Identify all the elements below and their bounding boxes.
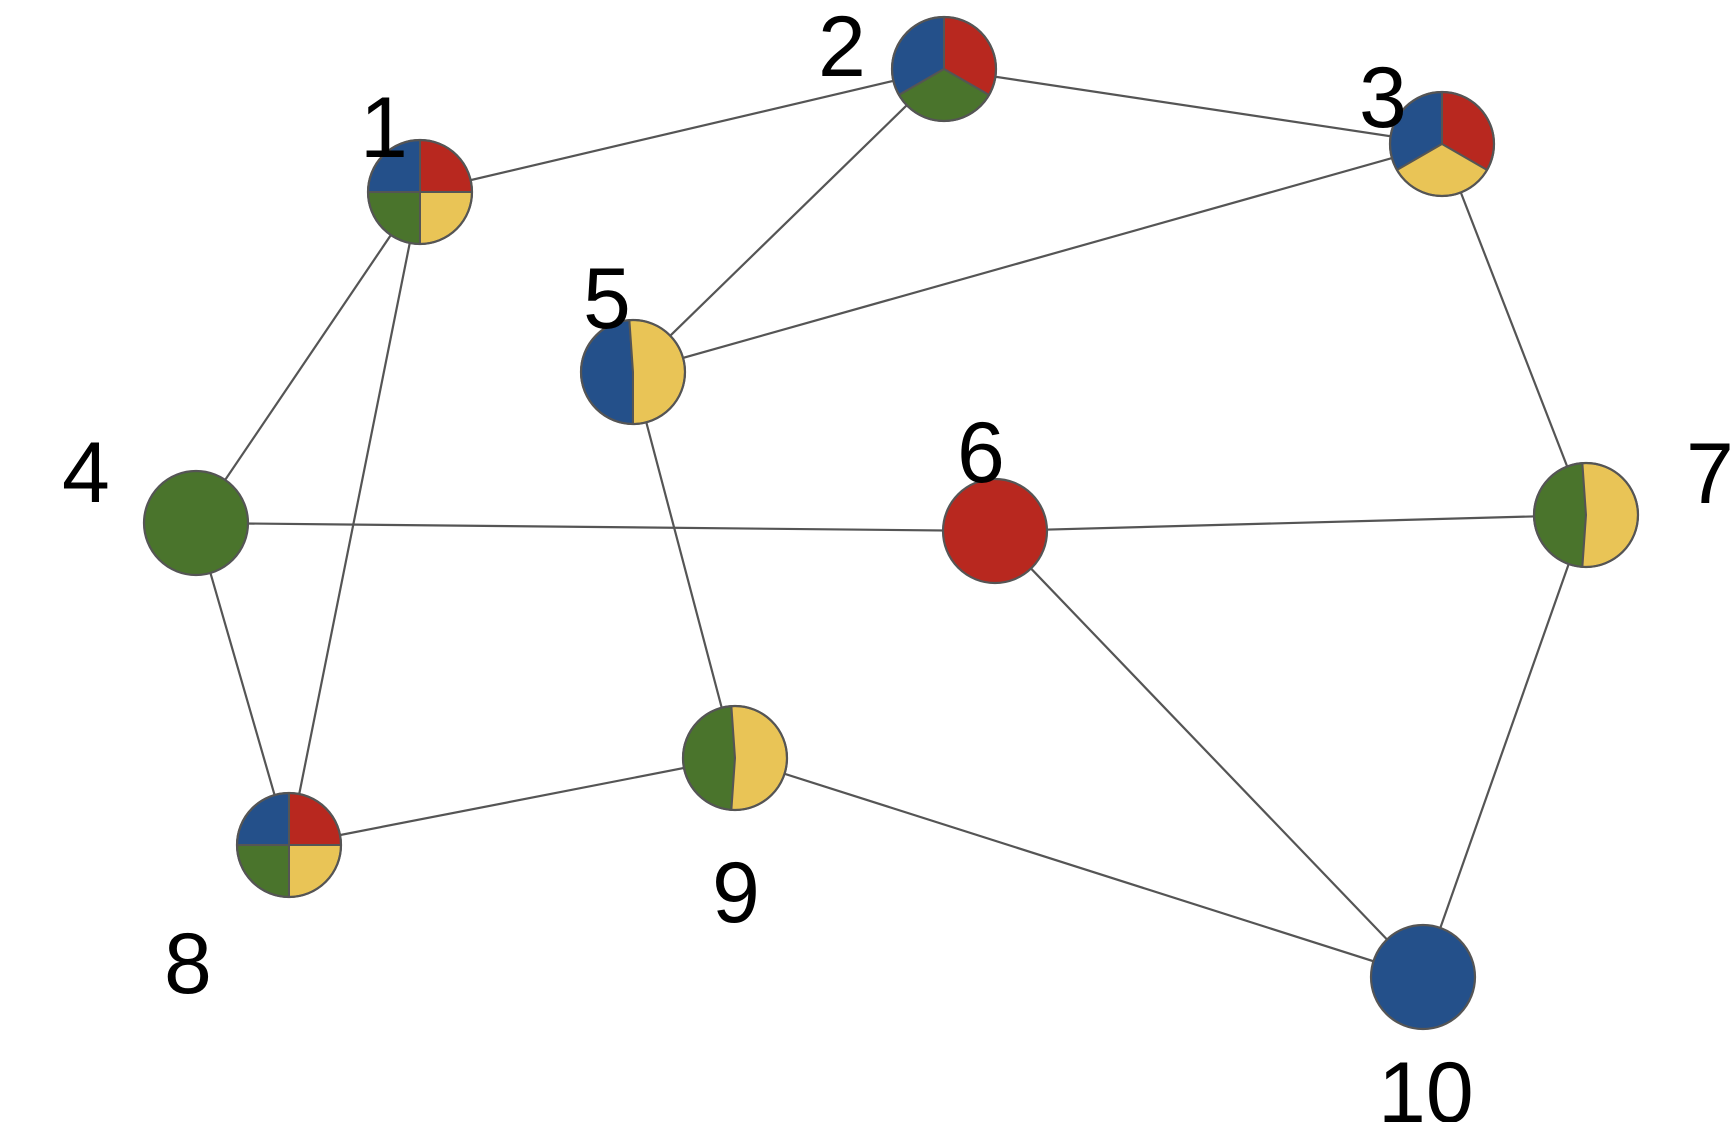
node-4[interactable] — [142, 469, 250, 577]
edge-1-4 — [195, 191, 421, 524]
edge-3-5 — [632, 142, 1443, 374]
node-6-fill-red — [943, 479, 1047, 583]
edge-2-5 — [632, 68, 945, 373]
node-2-outline — [890, 15, 998, 123]
edge-9-10 — [734, 756, 1424, 979]
edge-4-8 — [194, 522, 291, 846]
node-label-6: 6 — [957, 405, 1005, 501]
node-8[interactable] — [235, 791, 343, 899]
node-label-4: 4 — [62, 425, 110, 521]
node-6[interactable] — [941, 477, 1049, 585]
edge-4-6 — [195, 521, 996, 533]
edge-7-10 — [1421, 514, 1588, 978]
node-4-fill-green — [144, 471, 248, 575]
nodes-layer — [142, 15, 1640, 1031]
node-10-fill-blue — [1371, 925, 1475, 1029]
node-label-7: 7 — [1686, 426, 1730, 522]
node-9-slice-green — [682, 705, 736, 811]
node-3[interactable] — [1388, 90, 1496, 198]
node-label-9: 9 — [712, 845, 760, 941]
node-4-outline — [142, 469, 250, 577]
node-7[interactable] — [1532, 461, 1640, 569]
node-label-2: 2 — [818, 0, 866, 95]
node-label-3: 3 — [1359, 50, 1407, 146]
node-9-outline — [681, 704, 789, 812]
node-5-slice-yellow — [628, 319, 686, 425]
node-1-outline — [366, 138, 474, 246]
node-5-outline — [579, 318, 687, 426]
edge-1-8 — [287, 191, 422, 846]
edge-8-9 — [288, 756, 736, 847]
node-label-5: 5 — [583, 251, 631, 347]
edge-3-7 — [1440, 143, 1588, 516]
edge-5-9 — [631, 371, 737, 759]
edge-6-10 — [994, 530, 1424, 978]
node-7-slice-yellow — [1581, 462, 1639, 568]
node-6-outline — [941, 477, 1049, 585]
node-2[interactable] — [890, 15, 998, 123]
node-label-10: 10 — [1378, 1045, 1474, 1122]
edge-1-2 — [419, 67, 945, 194]
node-7-outline — [1532, 461, 1640, 569]
node-label-8: 8 — [164, 916, 212, 1012]
edge-2-3 — [943, 67, 1443, 146]
node-1[interactable] — [366, 138, 474, 246]
node-10[interactable] — [1369, 923, 1477, 1031]
edge-6-7 — [994, 513, 1587, 533]
node-label-1: 1 — [360, 80, 408, 176]
node-8-outline — [235, 791, 343, 899]
node-7-slice-green — [1533, 462, 1587, 568]
node-10-outline — [1369, 923, 1477, 1031]
labels-layer: 1 2 3 4 5 6 7 8 9 10 — [62, 0, 1730, 1122]
node-5[interactable] — [579, 318, 687, 426]
edges-layer — [194, 67, 1588, 979]
node-9-slice-yellow — [730, 705, 788, 811]
node-9[interactable] — [681, 704, 789, 812]
node-3-outline — [1388, 90, 1496, 198]
